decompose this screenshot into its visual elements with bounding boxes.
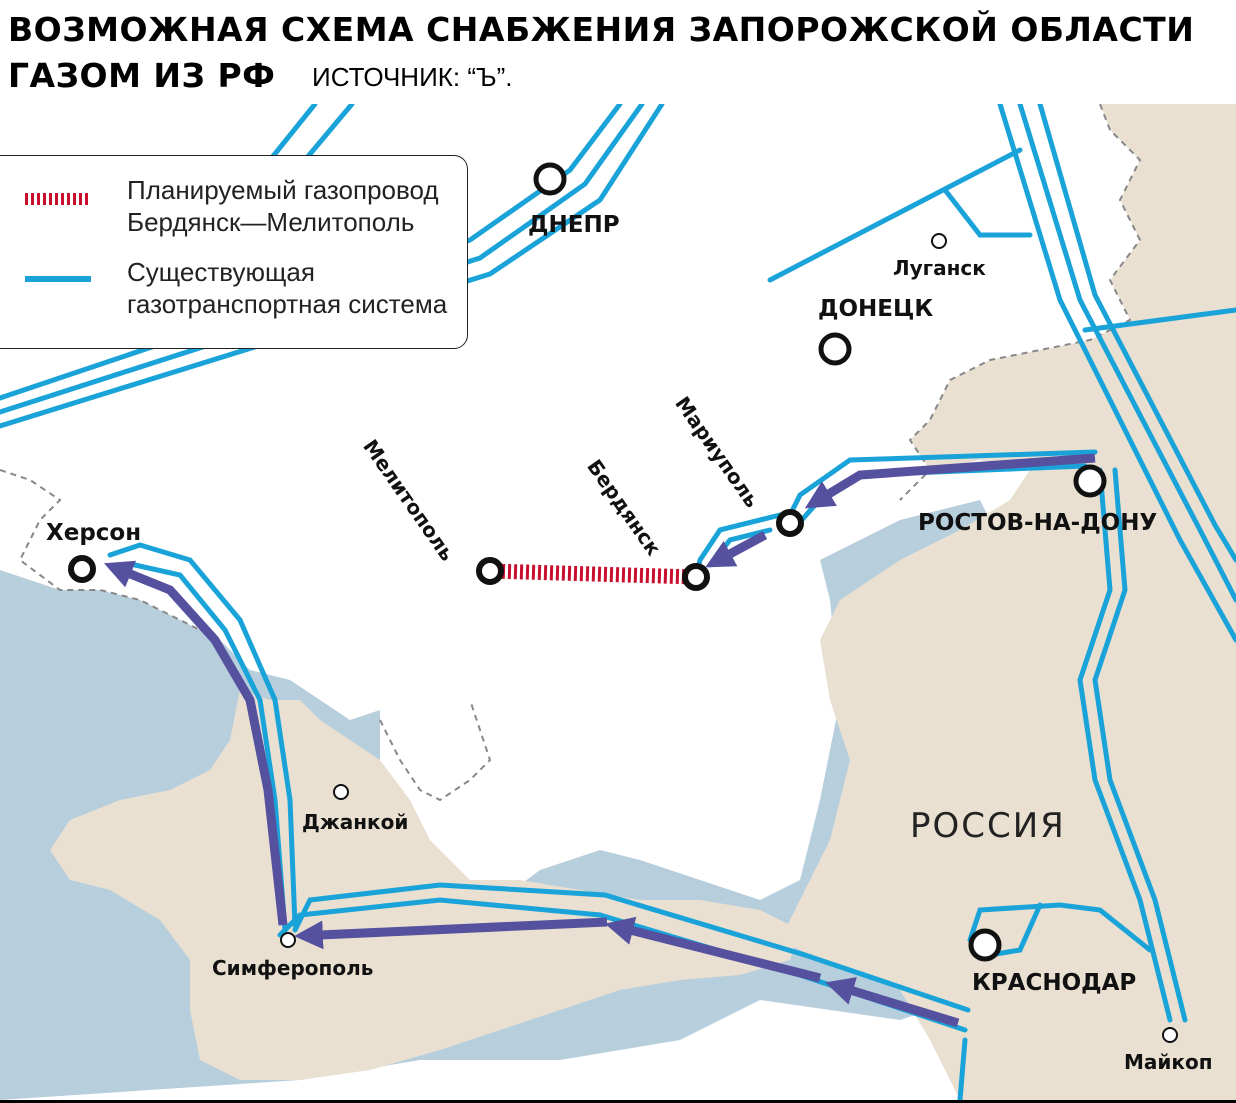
dnepr-marker	[533, 162, 567, 196]
title-line-2: ГАЗОМ ИЗ РФ	[8, 56, 276, 95]
flow-arrow-crimea-west	[294, 917, 608, 950]
label-simferopol: Симферополь	[212, 956, 374, 980]
flow-arrows	[103, 453, 1096, 1028]
city-markers	[68, 162, 1178, 1043]
rostov-marker	[1073, 464, 1107, 498]
pipeline-kherson-1	[107, 542, 298, 928]
flow-arrow-krasnodar-1	[825, 977, 960, 1028]
pipeline-dnepr-3	[0, 104, 665, 429]
pipeline-north-3	[1037, 104, 1236, 563]
legend: Планируемый газопровод Бердянск—Мелитопо…	[0, 155, 468, 349]
planned-pipeline-berdyansk-melitopol	[489, 563, 697, 585]
berdyansk-marker	[682, 563, 710, 591]
pipeline-krasnodar-branch	[987, 902, 1043, 958]
borders	[0, 104, 1142, 802]
pipeline-south-1	[1077, 467, 1173, 1023]
label-dnepr: ДНЕПР	[528, 212, 620, 238]
label-maikop: Майкоп	[1124, 1050, 1213, 1074]
title-line-1: ВОЗМОЖНАЯ СХЕМА СНАБЖЕНИЯ ЗАПОРОЖСКОЙ ОБ…	[8, 10, 1195, 49]
lugansk-marker	[931, 233, 947, 249]
border-coast-west	[0, 469, 221, 641]
mariupol-marker	[776, 509, 804, 537]
label-rostov: РОСТОВ-НА-ДОНУ	[918, 510, 1158, 536]
header: ВОЗМОЖНАЯ СХЕМА СНАБЖЕНИЯ ЗАПОРОЖСКОЙ ОБ…	[0, 0, 1236, 107]
pipeline-coast-1	[787, 449, 1098, 518]
pipeline-north-1	[997, 104, 1236, 643]
pipeline-crimea-south	[957, 1037, 968, 1100]
pipeline-crimea-2	[292, 882, 971, 1013]
pipeline-kherson-2	[132, 562, 288, 933]
pipeline-north-2	[1017, 104, 1236, 603]
border-crimea	[379, 699, 492, 802]
label-donetsk: ДОНЕЦК	[818, 296, 934, 322]
pipeline-krasnodar-ring	[967, 902, 1153, 953]
simferopol-marker	[280, 932, 296, 948]
flow-arrow-north	[103, 560, 288, 926]
donetsk-marker	[818, 332, 852, 366]
krasnodar-marker	[968, 928, 1002, 962]
flow-arrow-crimea-mid	[604, 916, 822, 983]
pipeline-nw-1	[267, 104, 318, 163]
pipeline-lugansk	[942, 187, 1033, 238]
border-ua-ru	[899, 104, 1142, 501]
label-dzhankoi: Джанкой	[302, 810, 409, 834]
pipeline-donetsk	[767, 147, 1023, 283]
label-lugansk: Луганск	[893, 256, 986, 280]
label-kherson: Херсон	[46, 520, 142, 546]
source-note: ИСТОЧНИК: “Ъ”.	[312, 62, 513, 92]
maikop-marker	[1162, 1027, 1178, 1043]
legend-existing-label: Существующая газотранспортная система	[127, 257, 448, 319]
dzhankoi-marker	[333, 784, 349, 800]
pipeline-east	[1082, 307, 1236, 333]
flow-arrow-mariupol-berdyansk	[705, 531, 768, 568]
pipeline-nw-2	[302, 104, 355, 163]
pipeline-south-2	[1092, 467, 1188, 1023]
melitopol-marker	[476, 557, 504, 585]
legend-existing-swatch	[25, 276, 91, 282]
label-russia: РОССИЯ	[910, 806, 1066, 846]
flow-arrow-rostov-mariupol	[804, 453, 1096, 509]
kherson-marker	[68, 555, 96, 583]
label-azov-sea: Азовское море	[527, 719, 757, 748]
legend-planned-swatch	[25, 193, 91, 205]
label-krasnodar: КРАСНОДАР	[972, 970, 1137, 996]
legend-planned-label: Планируемый газопровод Бердянск—Мелитопо…	[127, 175, 439, 237]
bottom-rule	[0, 1100, 1236, 1103]
